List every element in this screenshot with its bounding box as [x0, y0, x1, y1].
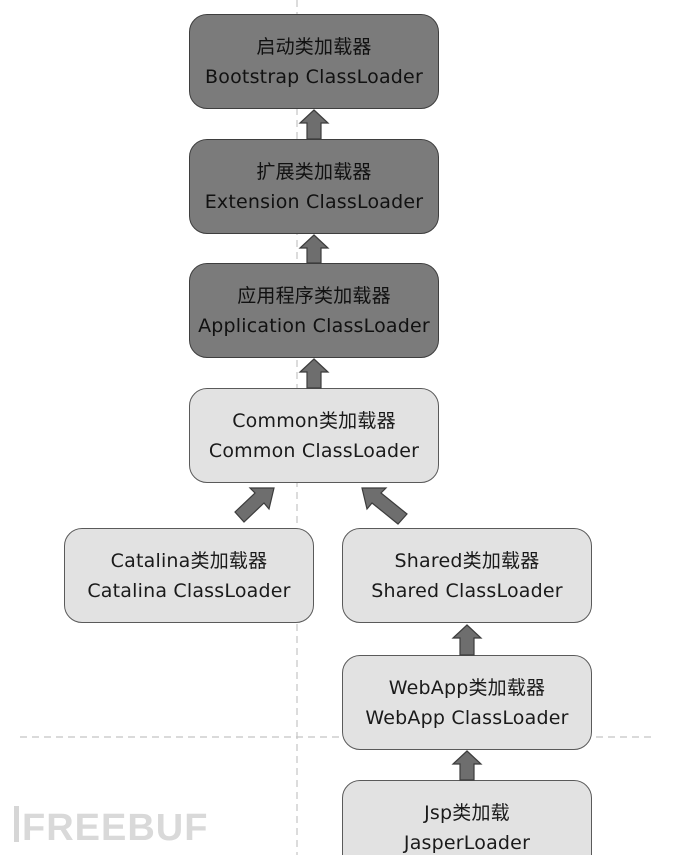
extension-classloader-box: 扩展类加载器 Extension ClassLoader: [189, 139, 439, 234]
catalina-title: Catalina类加载器: [110, 549, 268, 572]
jsp-title: Jsp类加载: [424, 801, 510, 824]
arrow-up-icon: [298, 109, 330, 140]
common-classloader-box: Common类加载器 Common ClassLoader: [189, 388, 439, 483]
webapp-classloader-box: WebApp类加载器 WebApp ClassLoader: [342, 655, 592, 750]
application-title: 应用程序类加载器: [237, 284, 391, 307]
extension-subtitle: Extension ClassLoader: [204, 190, 424, 213]
catalina-classloader-box: Catalina类加载器 Catalina ClassLoader: [64, 528, 314, 623]
shared-subtitle: Shared ClassLoader: [371, 579, 563, 602]
arrow-up-icon: [298, 358, 330, 389]
application-classloader-box: 应用程序类加载器 Application ClassLoader: [189, 263, 439, 358]
arrow-diagonal-icon: [234, 487, 275, 523]
webapp-subtitle: WebApp ClassLoader: [365, 706, 569, 729]
common-subtitle: Common ClassLoader: [208, 439, 420, 462]
bootstrap-title: 启动类加载器: [256, 35, 372, 58]
arrow-up-icon: [298, 234, 330, 264]
watermark-bar: [14, 806, 19, 842]
jsp-subtitle: JasperLoader: [403, 831, 531, 854]
arrow-diagonal-icon: [361, 487, 408, 525]
freebuf-watermark-logo: FREEBUF: [14, 806, 208, 849]
common-title: Common类加载器: [232, 409, 396, 432]
shared-title: Shared类加载器: [394, 549, 540, 572]
webapp-title: WebApp类加载器: [388, 676, 546, 699]
jsp-classloader-box: Jsp类加载 JasperLoader: [342, 780, 592, 855]
watermark-text: FREEBUF: [22, 807, 208, 849]
application-subtitle: Application ClassLoader: [198, 314, 430, 337]
catalina-subtitle: Catalina ClassLoader: [87, 579, 291, 602]
extension-title: 扩展类加载器: [256, 160, 372, 183]
bootstrap-classloader-box: 启动类加载器 Bootstrap ClassLoader: [189, 14, 439, 109]
arrow-up-icon: [451, 750, 483, 781]
arrow-up-icon: [451, 624, 483, 656]
shared-classloader-box: Shared类加载器 Shared ClassLoader: [342, 528, 592, 623]
bootstrap-subtitle: Bootstrap ClassLoader: [205, 65, 423, 88]
